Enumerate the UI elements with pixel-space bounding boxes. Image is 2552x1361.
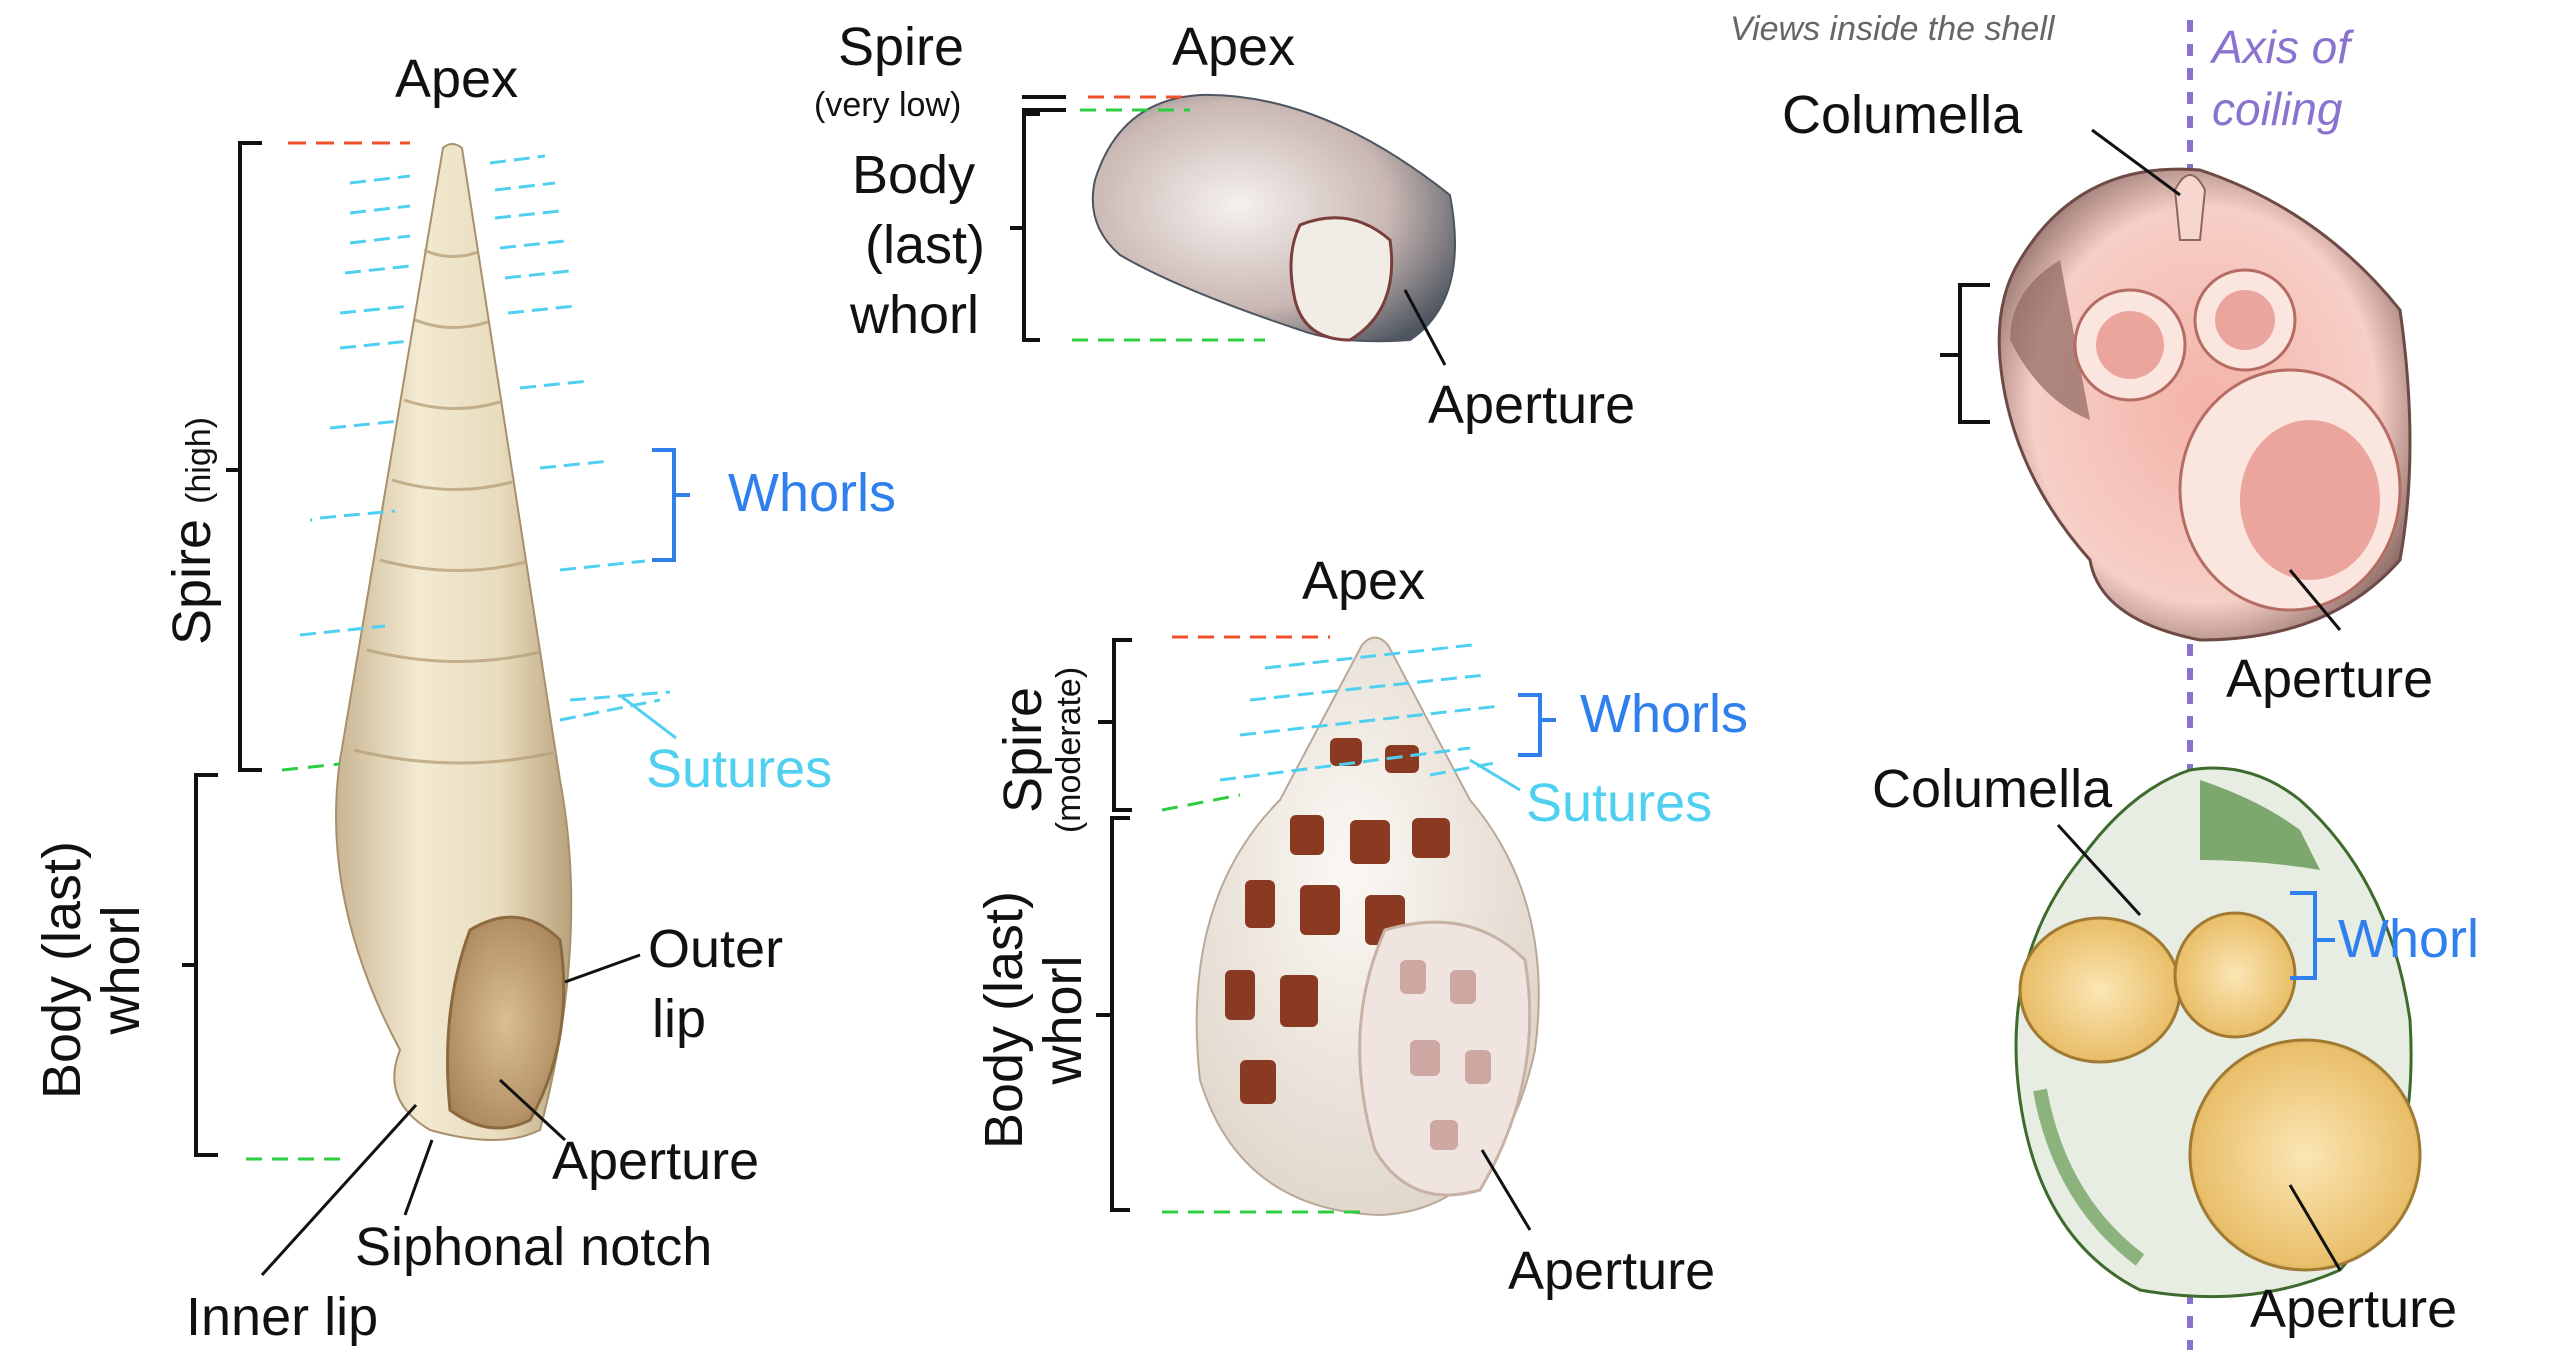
whorls-label-high: Whorls: [728, 463, 897, 523]
spire-note-low: (very low): [814, 86, 962, 124]
body-moderate-line1: Body (last): [974, 890, 1034, 1150]
low-spire-aperture: [1289, 216, 1394, 342]
apex-label-moderate: Apex: [1302, 551, 1426, 611]
murex-cutaway-shell: [1997, 167, 2412, 642]
spire-moderate-text: Spire: [993, 686, 1053, 814]
outer-lip-label-1: Outer: [648, 919, 784, 979]
body-low-brace: [1010, 112, 1040, 342]
whorl-turbo-bracket: [2290, 891, 2335, 980]
axis-of-coiling-label-2: coiling: [2212, 83, 2343, 135]
spire-note-high: (high): [180, 416, 218, 504]
body-label-low-3: whorl: [850, 285, 980, 345]
moderate-spire-aperture: [1358, 920, 1532, 1197]
axis-of-coiling-label-1: Axis of: [2212, 21, 2351, 73]
apex-label-high: Apex: [395, 49, 519, 109]
whorl-murex-brace: [1940, 283, 1990, 424]
high-spire-aperture: [446, 915, 566, 1130]
whorls-high-bracket: [652, 448, 690, 562]
aperture-label-bottom: Aperture: [2250, 1279, 2458, 1339]
body-whorl-label-high: Body (last) whorl: [32, 805, 153, 1135]
spire-high-brace: [226, 141, 262, 772]
columella-label-top: Columella: [1782, 85, 2023, 145]
spire-label-text: Spire: [162, 518, 222, 645]
whorls-moderate-bracket: [1518, 693, 1556, 757]
spire-moderate-brace: [1098, 638, 1132, 812]
moderate-spire-sutures: [1219, 643, 1501, 782]
aperture-label-high: Aperture: [552, 1131, 760, 1191]
aperture-label-low: Aperture: [1428, 375, 1636, 435]
inner-lip-label: Inner lip: [186, 1287, 379, 1347]
high-spire-shell-body: [335, 143, 573, 1141]
apex-label-low: Apex: [1172, 17, 1296, 77]
inside-views-caption: Views inside the shell: [1730, 10, 2055, 48]
body-moderate-brace: [1096, 816, 1130, 1212]
whorl-label-bottom: Whorl: [2338, 909, 2480, 969]
high-spire-shell: [335, 143, 573, 1141]
spire-label-high: Spire (high): [162, 335, 225, 645]
body-whorl-line2: whorl: [91, 905, 152, 1035]
body-moderate-line2: whorl: [1033, 955, 1094, 1085]
sutures-label-moderate: Sutures: [1526, 773, 1713, 833]
spire-label-moderate: Spire (moderate): [993, 625, 1105, 875]
spire-label-low: Spire: [838, 17, 965, 77]
outer-lip-label-2: lip: [652, 989, 707, 1049]
aperture-label-moderate: Aperture: [1508, 1241, 1716, 1301]
whorls-label-moderate: Whorls: [1580, 684, 1749, 744]
low-spire-shell: [1091, 93, 1456, 343]
columella-label-bottom: Columella: [1872, 759, 2113, 819]
body-high-brace: [182, 773, 218, 1157]
body-whorl-label-moderate: Body (last) whorl: [974, 855, 1095, 1185]
turbo-cutaway-shell: [2014, 766, 2422, 1299]
spire-note-moderate: (moderate): [1049, 666, 1088, 834]
body-whorl-line1: Body (last): [32, 840, 92, 1100]
low-spire-shell-body: [1091, 93, 1456, 343]
siphonal-notch-label: Siphonal notch: [355, 1217, 713, 1277]
body-label-low-2: (last): [865, 215, 985, 275]
aperture-label-top: Aperture: [2226, 649, 2434, 709]
body-label-low-1: Body: [852, 145, 976, 205]
sutures-label-high: Sutures: [646, 739, 833, 799]
high-spire-sutures: [299, 154, 671, 722]
moderate-spire-shell: [1195, 636, 1540, 1217]
